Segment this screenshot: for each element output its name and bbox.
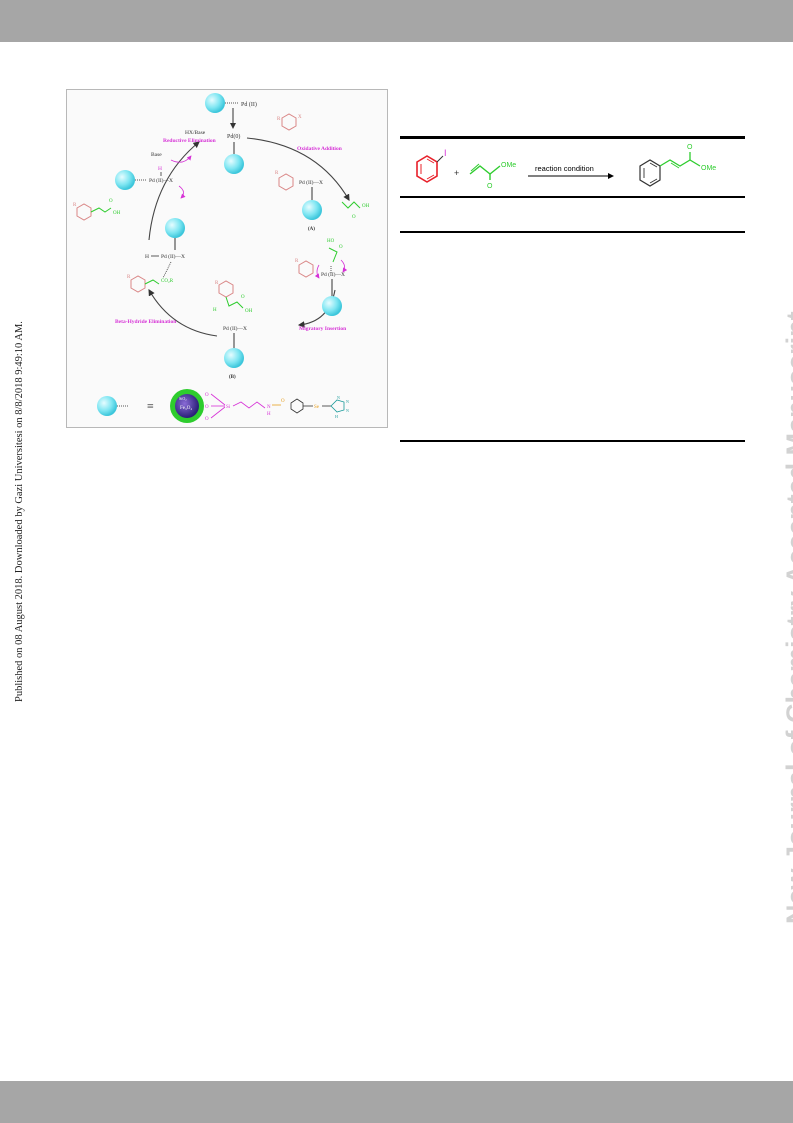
footer-bar <box>0 1081 793 1123</box>
svg-text:Pd (II)—X: Pd (II)—X <box>149 177 173 184</box>
svg-text:OH: OH <box>113 211 121 216</box>
reaction-condition-label: reaction condition <box>535 164 594 173</box>
aryl-halide-reagent: R X <box>277 113 302 131</box>
svg-text:R: R <box>73 203 77 208</box>
svg-text:Se: Se <box>314 405 320 410</box>
svg-text:OMe: OMe <box>701 165 716 172</box>
table-header-rule <box>400 231 745 233</box>
svg-text:H: H <box>213 308 217 313</box>
svg-text:O: O <box>339 245 343 250</box>
svg-text:O: O <box>352 215 356 220</box>
svg-text:H: H <box>158 166 162 172</box>
svg-text:SiO₂: SiO₂ <box>179 396 187 401</box>
acrylic-acid-reagent: OH O <box>341 201 370 220</box>
table-rule-2 <box>400 196 745 198</box>
migratory-insertion-label: Migratory Insertion <box>299 326 346 332</box>
svg-text:Pd (II)—X: Pd (II)—X <box>223 325 247 332</box>
reductive-elimination-label: Reductive Elimination <box>163 138 216 144</box>
iodobenzene: I <box>416 148 447 183</box>
table-bottom-rule <box>400 440 745 442</box>
reaction-arrow: reaction condition <box>528 164 614 179</box>
beta-hydride-label: Beta-Hydride Elimination <box>115 319 176 325</box>
svg-text:H: H <box>267 412 271 417</box>
svg-text:N: N <box>346 399 349 404</box>
hydride-intermediate: H Pd (II)—X R CO₂R <box>127 218 185 293</box>
svg-text:H: H <box>145 254 149 260</box>
table-top-rule <box>400 136 745 139</box>
svg-text:O: O <box>281 399 285 404</box>
catalyst-sphere-pd0 <box>224 154 244 174</box>
svg-text:Pd (II)—X: Pd (II)—X <box>321 271 345 278</box>
svg-text:R: R <box>127 275 131 280</box>
svg-text:I: I <box>444 148 447 158</box>
svg-text:H: H <box>335 414 338 419</box>
svg-text:O: O <box>109 199 113 204</box>
intermediate-b: R H OH O Pd (II)—X (B) <box>213 280 253 380</box>
publication-note: Published on 08 August 2018. Downloaded … <box>14 321 25 702</box>
svg-text:N: N <box>337 395 340 400</box>
intermediate-a: R Pd (II)—X (A) <box>275 171 323 232</box>
svg-text:O: O <box>205 393 209 398</box>
reaction-scheme: I + O OMe reaction condition O OMe <box>400 140 745 196</box>
catalytic-cycle-figure: Pd (II) Pd(0) R X Oxidative Addition R P… <box>66 89 388 428</box>
svg-text:R: R <box>215 281 219 286</box>
svg-text:O: O <box>205 405 209 410</box>
svg-text:O: O <box>205 417 209 422</box>
catalyst-legend: ≡ SiO₂ Fe₃O₄ O O O Si N H O Se N N N H <box>97 389 349 423</box>
oxidative-addition-label: Oxidative Addition <box>297 146 342 152</box>
svg-text:≡: ≡ <box>147 399 154 413</box>
reaction-scheme-svg: I + O OMe reaction condition O OMe <box>416 144 716 190</box>
hx-base-label: HX/Base <box>185 130 206 136</box>
catalytic-cycle-diagram: Pd (II) Pd(0) R X Oxidative Addition R P… <box>73 93 370 423</box>
svg-text:R: R <box>275 171 279 176</box>
svg-text:OH: OH <box>362 204 370 209</box>
label-b: (B) <box>229 375 236 380</box>
cycle-arrows <box>148 137 350 337</box>
svg-text:R: R <box>295 259 299 264</box>
base-intermediate: Reductive Elimination HX/Base Base H Pd … <box>115 130 216 199</box>
svg-text:OH: OH <box>245 309 253 314</box>
pd0-label: Pd(0) <box>227 133 240 140</box>
svg-text:Pd (II)—X: Pd (II)—X <box>299 179 323 186</box>
svg-text:O: O <box>687 144 693 151</box>
svg-text:X: X <box>298 115 302 120</box>
header-bar <box>0 0 793 42</box>
svg-text:OMe: OMe <box>501 162 516 169</box>
svg-text:O: O <box>241 295 245 300</box>
methyl-cinnamate: O OMe <box>639 144 716 187</box>
catalyst-sphere-top <box>205 93 225 113</box>
cinnamic-acid-product: R OH O <box>73 199 121 221</box>
svg-text:N: N <box>267 405 271 410</box>
journal-watermark: New Journal of Chemistry Accepted Manusc… <box>781 311 793 924</box>
catalyst-label: Pd (II) <box>241 101 257 108</box>
svg-text:O: O <box>487 183 493 190</box>
svg-text:CO₂R: CO₂R <box>161 279 174 284</box>
svg-text:HO: HO <box>327 239 335 244</box>
svg-text:Pd (II)—X: Pd (II)—X <box>161 253 185 260</box>
label-a: (A) <box>308 227 315 232</box>
svg-text:R: R <box>277 117 281 122</box>
pi-complex-intermediate: HO O R Pd (II)—X <box>295 239 348 316</box>
svg-text:Fe₃O₄: Fe₃O₄ <box>180 406 192 411</box>
svg-text:N: N <box>346 408 349 413</box>
svg-text:Si: Si <box>226 405 231 410</box>
methyl-acrylate: O OMe <box>469 162 516 190</box>
plus-sign: + <box>454 168 459 178</box>
base-label: Base <box>151 152 162 158</box>
